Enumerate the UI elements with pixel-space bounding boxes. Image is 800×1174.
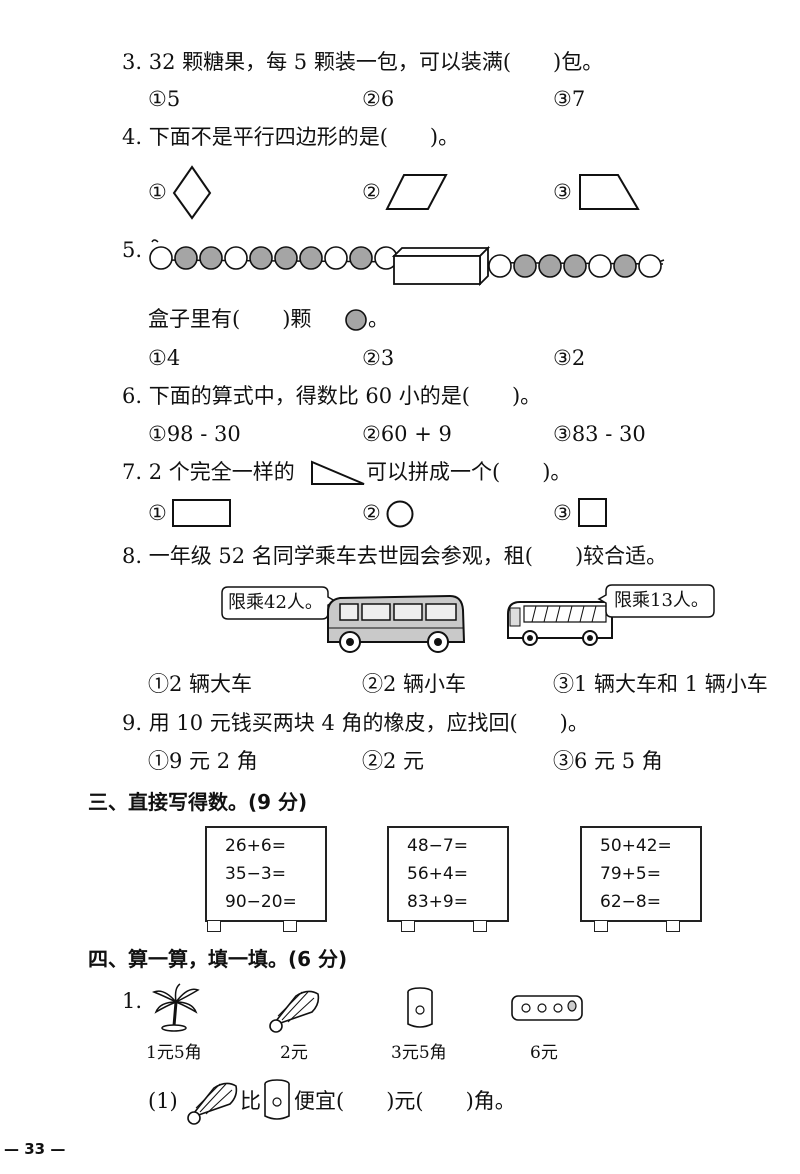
item-price: 1元5角: [146, 1043, 202, 1063]
calc-board-3: 50+42= 79+5= 62−8=: [580, 826, 702, 932]
item-price: 2元: [280, 1043, 308, 1063]
rectangle-icon: [172, 499, 231, 527]
q6-option-3[interactable]: ③83 - 30: [553, 422, 646, 446]
q8-stem: 8. 一年级 52 名同学乘车去世园会参观，租( )较合适。: [122, 544, 668, 568]
q9-option-1[interactable]: ①9 元 2 角: [148, 749, 258, 773]
q4-stem: 4. 下面不是平行四边形的是( )。: [122, 125, 460, 149]
q3-stem: 3. 32 颗糖果，每 5 颗装一包，可以装满( )包。: [122, 50, 604, 74]
bus-big-label: 限乘42人。: [228, 592, 323, 613]
gray-bead: [199, 246, 223, 270]
board-foot: [594, 920, 608, 932]
bead-string-figure: [149, 239, 665, 287]
circle-icon: [386, 500, 414, 528]
white-bead: [324, 246, 348, 270]
gray-bead: [349, 246, 373, 270]
jar-icon: [407, 987, 433, 1028]
calc-item: 35−3=: [225, 864, 286, 884]
q3-option-1[interactable]: ①5: [148, 87, 181, 111]
board-foot: [473, 920, 487, 932]
q7-stem-a: 7. 2 个完全一样的: [122, 460, 295, 484]
calc-item: 62−8=: [600, 892, 661, 912]
van-bus-icon: [327, 594, 466, 653]
sub-question-1-compare: 比: [240, 1089, 261, 1113]
q7-option-1-mark[interactable]: ①: [148, 501, 167, 525]
white-bead: [588, 254, 612, 278]
q4-option-2-mark[interactable]: ②: [362, 180, 381, 204]
q8-option-2[interactable]: ②2 辆小车: [362, 672, 467, 696]
trapezoid-icon: [579, 174, 640, 210]
item-price: 6元: [530, 1043, 558, 1063]
q7-option-3-mark[interactable]: ③: [553, 501, 572, 525]
gray-bead: [299, 246, 323, 270]
item-price: 3元5角: [391, 1043, 447, 1063]
calc-item: 48−7=: [407, 836, 468, 856]
calc-item: 83+9=: [407, 892, 468, 912]
shuttlecock-icon: [187, 1082, 238, 1125]
right-triangle-icon: [311, 460, 365, 485]
gray-bead: [563, 254, 587, 278]
sub-question-1-mark: (1): [148, 1089, 178, 1113]
q6-option-1[interactable]: ①98 - 30: [148, 422, 241, 446]
calc-item: 90−20=: [225, 892, 297, 912]
q5-option-2[interactable]: ②3: [362, 346, 395, 370]
calc-item: 56+4=: [407, 864, 468, 884]
gray-bead: [249, 246, 273, 270]
speech-bubble-big-bus: [221, 586, 337, 620]
q5-option-3[interactable]: ③2: [553, 346, 586, 370]
gray-bead: [538, 254, 562, 278]
jar-icon: [264, 1079, 290, 1120]
calc-board-2: 48−7= 56+4= 83+9=: [387, 826, 509, 932]
gray-bead-icon: [345, 309, 367, 331]
q4-option-1-mark[interactable]: ①: [148, 180, 167, 204]
calc-board-1: 26+6= 35−3= 90−20=: [205, 826, 327, 932]
sub-question-1-text: 便宜( )元( )角。: [294, 1089, 516, 1113]
q6-stem: 6. 下面的算式中，得数比 60 小的是( )。: [122, 384, 542, 408]
rhombus-icon: [172, 165, 212, 220]
q9-option-3[interactable]: ③6 元 5 角: [553, 749, 663, 773]
board-foot: [283, 920, 297, 932]
gray-bead: [513, 254, 537, 278]
q7-option-2-mark[interactable]: ②: [362, 501, 381, 525]
calc-item: 50+42=: [600, 836, 672, 856]
q5-box-label-end: 。: [368, 307, 389, 331]
white-bead: [488, 254, 512, 278]
palm-tree-icon: [151, 983, 200, 1032]
city-bus-icon: [507, 601, 613, 646]
white-bead: [224, 246, 248, 270]
parallelogram-icon: [385, 174, 448, 210]
q7-stem-b: 可以拼成一个( )。: [366, 460, 572, 484]
board-foot: [401, 920, 415, 932]
q8-option-1[interactable]: ①2 辆大车: [148, 672, 253, 696]
gray-bead: [174, 246, 198, 270]
calc-item: 79+5=: [600, 864, 661, 884]
white-bead: [638, 254, 662, 278]
section-4-title: 四、算一算，填一填。(6 分): [88, 947, 348, 971]
q8-option-3[interactable]: ③1 辆大车和 1 辆小车: [553, 672, 768, 696]
shuttlecock-icon: [269, 990, 320, 1033]
q9-option-2[interactable]: ②2 元: [362, 749, 425, 773]
gray-bead: [274, 246, 298, 270]
q5-option-1[interactable]: ①4: [148, 346, 181, 370]
board-foot: [207, 920, 221, 932]
section-3-title: 三、直接写得数。(9 分): [88, 790, 308, 814]
square-icon: [578, 498, 607, 527]
white-bead: [149, 246, 173, 270]
board-foot: [666, 920, 680, 932]
section-4-q1-number: 1.: [122, 989, 143, 1013]
pencil-case-icon: [511, 995, 583, 1021]
page-number: — 33 —: [4, 1140, 66, 1158]
q9-stem: 9. 用 10 元钱买两块 4 角的橡皮，应找回( )。: [122, 711, 589, 735]
calc-item: 26+6=: [225, 836, 286, 856]
speech-bubble-small-bus: [597, 584, 715, 618]
q3-option-3[interactable]: ③7: [553, 87, 586, 111]
q5-box-label: 盒子里有( )颗: [148, 307, 312, 331]
q5-number: 5.: [122, 238, 143, 262]
q6-option-2[interactable]: ②60 + 9: [362, 422, 452, 446]
q3-option-2[interactable]: ②6: [362, 87, 395, 111]
q4-option-3-mark[interactable]: ③: [553, 180, 572, 204]
bus-small-label: 限乘13人。: [614, 590, 709, 611]
gray-bead: [613, 254, 637, 278]
